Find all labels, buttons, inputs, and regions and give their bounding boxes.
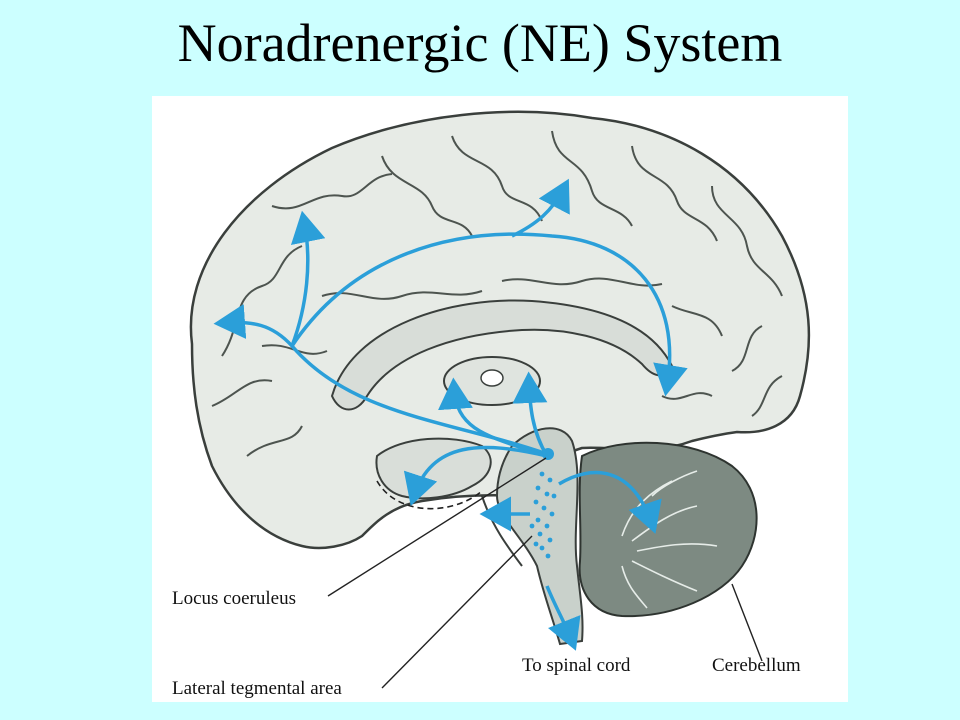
pathway-frontal-up xyxy=(290,210,326,347)
cerebellum-shape xyxy=(578,441,758,618)
brain-figure: Locus coeruleus Lateral tegmental area T… xyxy=(152,96,848,702)
gyri-folds xyxy=(211,130,783,457)
brain-diagram: Locus coeruleus Lateral tegmental area T… xyxy=(172,110,811,699)
pathway-cerebellum xyxy=(558,470,662,534)
pathway-parietal-up xyxy=(511,178,570,238)
interthalamic-adhesion xyxy=(480,369,504,387)
pathway-thalamus-left xyxy=(438,377,548,458)
label-locus-coeruleus: Locus coeruleus xyxy=(172,588,296,609)
corpus-callosum xyxy=(330,299,674,411)
pathway-spinal xyxy=(545,585,581,651)
pathway-thalamus-right xyxy=(512,371,549,457)
label-to-spinal-cord: To spinal cord xyxy=(522,655,631,676)
pathway-frontal xyxy=(213,304,548,456)
pathway-cingulum xyxy=(290,232,688,397)
pathway-temporal xyxy=(403,445,548,506)
label-cerebellum: Cerebellum xyxy=(712,655,801,676)
locus-coeruleus-nucleus xyxy=(542,448,554,460)
label-lateral-tegmental-area: Lateral tegmental area xyxy=(172,678,342,699)
lateral-tegmental-dots xyxy=(529,471,557,559)
slide-title: Noradrenergic (NE) System xyxy=(177,13,783,73)
leader-lines xyxy=(327,457,763,689)
amygdala-outline xyxy=(376,480,483,510)
ne-pathways xyxy=(213,178,688,651)
